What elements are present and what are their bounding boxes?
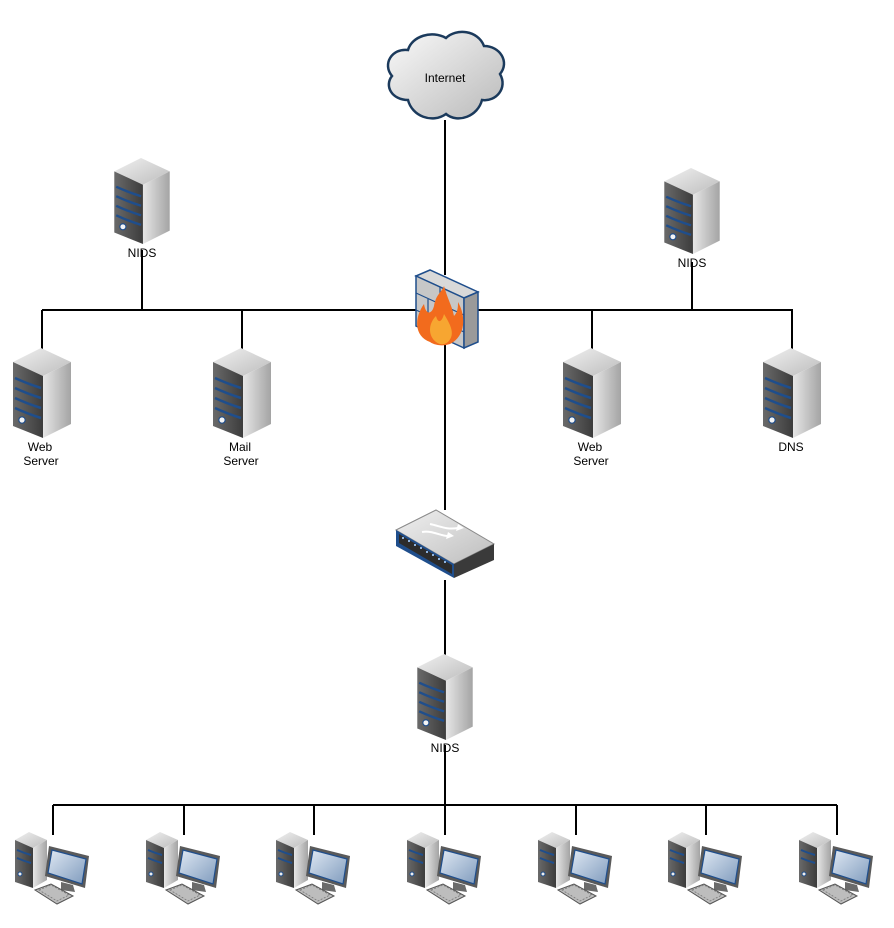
nids-top-left-label: NIDS xyxy=(128,246,157,260)
server-icon xyxy=(11,346,73,440)
dns-label: DNS xyxy=(778,440,803,454)
firewall-node xyxy=(414,269,480,350)
desktop-computer-icon xyxy=(145,831,221,905)
web-server-left-label-line1: Web xyxy=(28,440,53,454)
server-icon xyxy=(761,346,823,440)
desktop-computer-icon xyxy=(406,831,482,905)
network-switch-icon xyxy=(394,509,496,578)
internet-node: Internet xyxy=(386,30,506,120)
switch-node xyxy=(394,509,496,578)
web-server-left-node: Web Server xyxy=(11,346,73,468)
mail-server-node: Mail Server xyxy=(211,346,273,468)
server-icon xyxy=(113,156,171,246)
dns-server-node: DNS xyxy=(761,346,823,454)
desktop-computer-icon xyxy=(537,831,613,905)
desktop-computer-icon xyxy=(275,831,351,905)
mail-server-label-line1: Mail xyxy=(229,440,251,454)
desktop-computer-icon xyxy=(14,831,90,905)
nids-top-right-label: NIDS xyxy=(678,256,707,270)
server-icon xyxy=(416,652,474,742)
nids-bottom-node: NIDS xyxy=(416,652,474,755)
desktop-computer-icon xyxy=(667,831,743,905)
server-icon xyxy=(211,346,273,440)
nids-top-left-node: NIDS xyxy=(113,156,171,260)
web-server-right-label-line1: Web xyxy=(578,440,603,454)
internet-label: Internet xyxy=(425,71,466,85)
firewall-icon xyxy=(414,269,480,350)
mail-server-label-line2: Server xyxy=(223,454,258,468)
web-server-right-label-line2: Server xyxy=(573,454,608,468)
server-icon xyxy=(561,346,623,440)
desktop-computer-icon xyxy=(798,831,874,905)
web-server-right-node: Web Server xyxy=(561,346,623,468)
cloud-icon xyxy=(386,30,506,120)
server-icon xyxy=(663,166,721,256)
nids-bottom-label: NIDS xyxy=(431,741,460,755)
web-server-left-label-line2: Server xyxy=(23,454,58,468)
connections xyxy=(41,120,838,835)
workstations xyxy=(14,831,874,905)
nids-top-right-node: NIDS xyxy=(663,166,721,270)
